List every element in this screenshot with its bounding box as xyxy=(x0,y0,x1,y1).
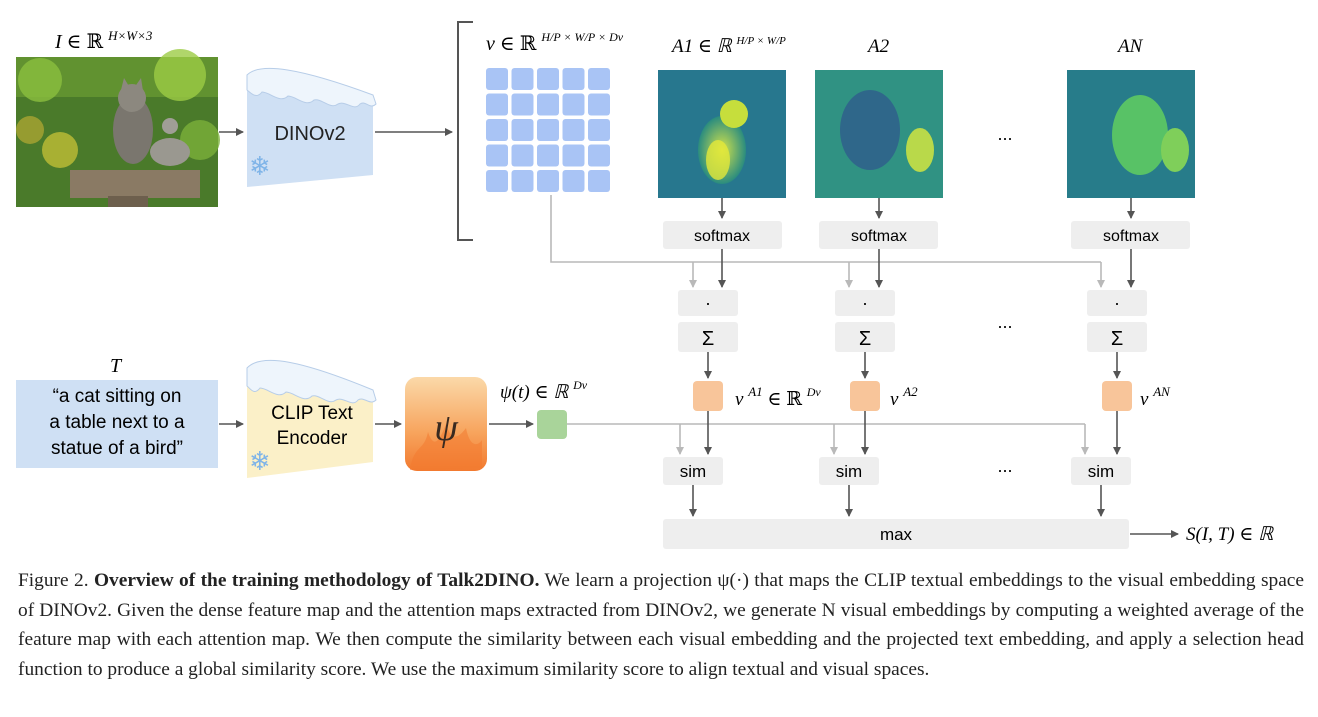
feature-cell xyxy=(511,93,534,116)
feature-cell xyxy=(562,170,585,192)
feature-cell xyxy=(486,144,508,167)
visual-embedding-label-n: v AN xyxy=(1140,384,1171,410)
svg-text:sim: sim xyxy=(836,462,862,481)
dot-box-1: · xyxy=(678,290,738,316)
psi-projection: ψ xyxy=(405,377,487,471)
svg-text:Encoder: Encoder xyxy=(277,428,348,449)
feature-cell xyxy=(486,93,508,116)
svg-text:·: · xyxy=(862,293,868,313)
feature-cell xyxy=(588,119,610,141)
visual-embedding-label-2: v A2 xyxy=(890,384,918,410)
attention-label-n: AN xyxy=(1116,36,1144,57)
feature-distribution-line xyxy=(550,195,1101,263)
feature-cell xyxy=(562,93,585,116)
feature-cell xyxy=(562,119,585,141)
attention-map-2 xyxy=(815,70,943,198)
softmax-box-1: softmax xyxy=(663,221,782,249)
feature-cell xyxy=(511,119,534,141)
feature-cell xyxy=(562,68,585,90)
feature-cell xyxy=(537,93,559,116)
feature-cell xyxy=(486,170,508,192)
dino-encoder: ❄ DINOv2 xyxy=(246,67,377,187)
feature-cell xyxy=(537,170,559,192)
projected-text-embedding xyxy=(537,410,567,439)
caption-title: Overview of the training methodology of … xyxy=(93,570,540,591)
sim-box-1: sim xyxy=(663,457,723,485)
svg-text:softmax: softmax xyxy=(851,228,907,245)
feature-cell xyxy=(588,170,610,192)
svg-text:sim: sim xyxy=(1088,462,1114,481)
svg-text:max: max xyxy=(880,525,913,544)
caption-prefix: Figure 2. xyxy=(18,570,94,591)
svg-text:sim: sim xyxy=(680,462,706,481)
visual-embedding-2 xyxy=(850,381,880,411)
visual-embedding-n xyxy=(1102,381,1132,411)
svg-text:·: · xyxy=(1114,293,1120,313)
caption-body: We learn a projection ψ(·) that maps the… xyxy=(18,570,1305,680)
attention-ellipsis: ... xyxy=(997,124,1012,144)
feature-cell xyxy=(486,68,508,90)
projection-label: ψ(t) ∈ ℝ Dv xyxy=(500,378,588,403)
sum-box-n: Σ xyxy=(1087,322,1147,352)
snowflake-icon: ❄ xyxy=(249,447,271,477)
feature-label: v ∈ ℝ H/P × W/P × Dv xyxy=(486,30,624,55)
feature-bracket xyxy=(457,21,473,241)
feature-cell xyxy=(511,144,534,167)
attention-map-1 xyxy=(658,70,786,198)
output-label: S(I, T) ∈ ℝ xyxy=(1186,524,1274,545)
text-input-label: T xyxy=(110,355,123,377)
svg-text:·: · xyxy=(705,293,711,313)
svg-text:“a cat sitting on: “a cat sitting on xyxy=(53,386,182,407)
svg-text:CLIP Text: CLIP Text xyxy=(271,403,353,424)
max-box: max xyxy=(663,519,1129,549)
svg-text:Σ: Σ xyxy=(1111,328,1123,350)
attention-label-1: A1 ∈ ℝ H/P × W/P xyxy=(670,35,786,57)
sim-box-n: sim xyxy=(1071,457,1131,485)
softmax-box-2: softmax xyxy=(819,221,938,249)
visual-embedding-label-1: v A1 ∈ ℝ Dv xyxy=(735,380,821,410)
dot-box-n: · xyxy=(1087,290,1147,316)
feature-cell xyxy=(537,68,559,90)
svg-text:ψ: ψ xyxy=(434,407,459,449)
attention-label-2: A2 xyxy=(866,36,890,57)
clip-text-encoder: ❄ CLIP Text Encoder xyxy=(246,359,377,478)
svg-text:softmax: softmax xyxy=(1103,228,1159,245)
sum-box-1: Σ xyxy=(678,322,738,352)
feature-cell xyxy=(511,170,534,192)
feature-cell xyxy=(537,119,559,141)
softmax-box-n: softmax xyxy=(1071,221,1190,249)
ops-ellipsis: ... xyxy=(997,312,1012,332)
svg-text:Σ: Σ xyxy=(702,328,714,350)
sum-box-2: Σ xyxy=(835,322,895,352)
svg-text:softmax: softmax xyxy=(694,228,750,245)
svg-text:a table next to a: a table next to a xyxy=(49,412,185,433)
svg-text:Σ: Σ xyxy=(859,328,871,350)
feature-cell xyxy=(588,144,610,167)
image-input-label: I ∈ ℝ H×W×3 xyxy=(54,28,153,53)
visual-embedding-1 xyxy=(693,381,723,411)
feature-cell xyxy=(562,144,585,167)
figure-caption: Figure 2. Overview of the training metho… xyxy=(18,566,1304,684)
snowflake-icon: ❄ xyxy=(249,152,271,182)
feature-cell xyxy=(511,68,534,90)
dot-box-2: · xyxy=(835,290,895,316)
feature-grid xyxy=(486,68,610,192)
feature-cell xyxy=(537,144,559,167)
input-image xyxy=(16,49,220,207)
sim-box-2: sim xyxy=(819,457,879,485)
text-input-box: “a cat sitting on a table next to a stat… xyxy=(16,380,218,468)
dino-label: DINOv2 xyxy=(274,123,345,145)
feature-cell xyxy=(588,93,610,116)
attention-map-n xyxy=(1067,70,1195,198)
sim-ellipsis: ... xyxy=(997,456,1012,476)
flame-icon xyxy=(410,424,482,470)
feature-cell xyxy=(486,119,508,141)
svg-text:statue of a bird”: statue of a bird” xyxy=(51,438,183,459)
feature-cell xyxy=(588,68,610,90)
methodology-diagram: I ∈ ℝ H×W×3 ❄ DINOv2 v ∈ ℝ H/P × W/P × D… xyxy=(16,21,1274,549)
